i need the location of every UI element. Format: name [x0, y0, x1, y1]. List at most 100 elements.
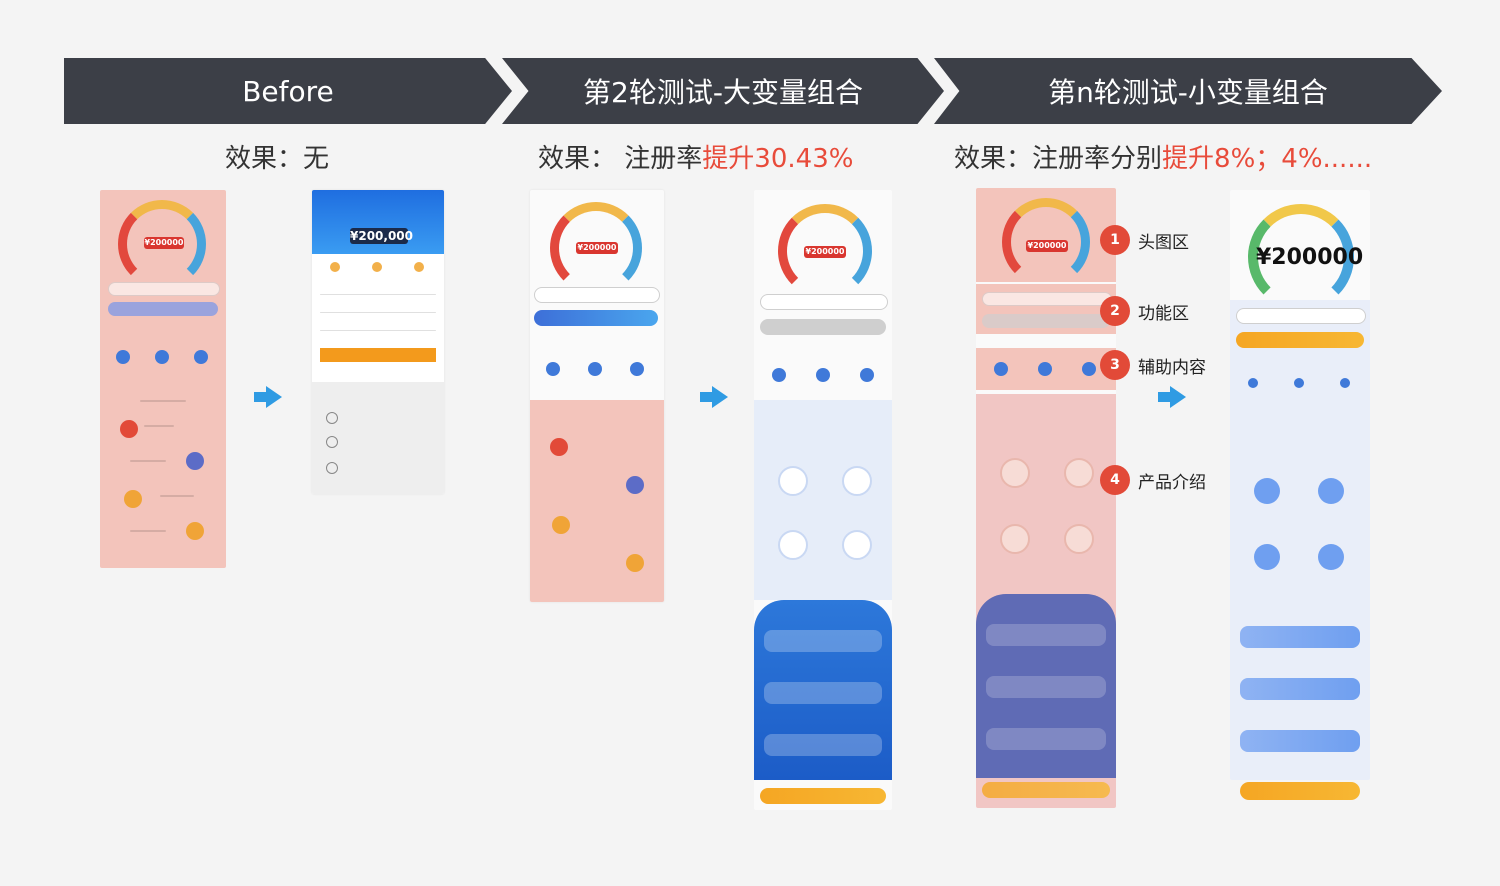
- info-icon: [326, 462, 338, 474]
- effect-before: 效果：无: [225, 138, 329, 175]
- stage-round2-header: 第2轮测试-大变量组合: [502, 58, 944, 124]
- feature-icon: [860, 368, 874, 382]
- effect-text: 注册率: [624, 144, 703, 174]
- submit-button: [982, 314, 1110, 328]
- form-line: [320, 312, 436, 313]
- mockup-roundn-zoned: ¥200000: [976, 188, 1116, 808]
- stage-before-header: Before: [64, 58, 512, 124]
- product-icon: [124, 490, 142, 508]
- submit-button: [760, 319, 886, 335]
- text-line: [130, 530, 166, 532]
- amount-label: ¥200000: [1026, 240, 1068, 252]
- amount-label: ¥200000: [1256, 245, 1364, 270]
- effect-text: 无: [303, 144, 330, 174]
- product-icon: [1064, 524, 1094, 554]
- zone-badge: 4: [1100, 465, 1130, 495]
- effect-highlight: 提升30.43%: [702, 144, 854, 174]
- effect-prefix: 效果：: [225, 144, 304, 174]
- benefit-card: [764, 734, 882, 756]
- benefit-card: [1240, 678, 1360, 700]
- header-banner: [312, 190, 444, 254]
- submit-button: [108, 302, 218, 316]
- feature-icon: [330, 262, 340, 272]
- zone-label: 辅助内容: [1138, 358, 1206, 378]
- info-icon: [326, 436, 338, 448]
- product-icon: [778, 466, 808, 496]
- effect-highlight: 提升8%；4%......: [1162, 144, 1373, 174]
- feature-icon: [194, 350, 208, 364]
- product-icon: [552, 516, 570, 534]
- feature-icon: [414, 262, 424, 272]
- phone-input: [982, 292, 1112, 306]
- zone-badge: 3: [1100, 350, 1130, 380]
- product-icon: [842, 466, 872, 496]
- stage-roundn-header: 第n轮测试-小变量组合: [934, 58, 1442, 124]
- phone-input: [534, 287, 660, 303]
- section-divider: [140, 400, 186, 402]
- feature-icon: [994, 362, 1008, 376]
- product-icon: [842, 530, 872, 560]
- effect-round2: 效果： 注册率提升30.43%: [538, 138, 853, 175]
- mockup-roundn-final: ¥200000: [1230, 190, 1370, 780]
- feature-icon: [588, 362, 602, 376]
- feature-icon: [372, 262, 382, 272]
- product-icon: [626, 476, 644, 494]
- benefit-card: [1240, 626, 1360, 648]
- feature-icon: [1294, 378, 1304, 388]
- zone-label: 头图区: [1138, 233, 1189, 253]
- mockup-round2-a: ¥200000: [530, 190, 664, 602]
- stage-title: 第2轮测试-大变量组合: [583, 76, 863, 109]
- text-line: [160, 495, 194, 497]
- amount-label: ¥200,000: [350, 228, 414, 244]
- gauge-icon: [778, 204, 872, 298]
- gauge-icon: [118, 200, 206, 288]
- feature-icon: [116, 350, 130, 364]
- product-icon: [1000, 524, 1030, 554]
- gauge-icon: [1002, 198, 1090, 286]
- bottom-cta-button: [982, 782, 1110, 798]
- feature-icon: [1082, 362, 1096, 376]
- stage-title: 第n轮测试-小变量组合: [1048, 76, 1328, 109]
- amount-label: ¥200000: [576, 242, 618, 254]
- feature-icon: [1340, 378, 1350, 388]
- form-line: [320, 330, 436, 331]
- mockup-round2-b: ¥200000: [754, 190, 892, 810]
- feature-icon: [772, 368, 786, 382]
- text-line: [144, 425, 174, 427]
- submit-button: [534, 310, 658, 326]
- mockup-before-original: ¥200000: [100, 190, 226, 568]
- product-icon: [186, 522, 204, 540]
- zone-label: 功能区: [1138, 304, 1189, 324]
- phone-input: [760, 294, 888, 310]
- effect-prefix: 效果：: [954, 144, 1033, 174]
- bottom-cta-button: [1240, 782, 1360, 800]
- product-section: [530, 400, 664, 602]
- product-icon: [1318, 478, 1344, 504]
- benefit-card: [1240, 730, 1360, 752]
- product-icon: [550, 438, 568, 456]
- amount-label: ¥200000: [804, 246, 846, 258]
- product-icon: [1254, 544, 1280, 570]
- benefit-card: [986, 728, 1106, 750]
- effect-prefix: 效果：: [538, 144, 617, 174]
- product-icon: [778, 530, 808, 560]
- feature-icon: [546, 362, 560, 376]
- product-icon: [1064, 458, 1094, 488]
- zone-badge: 2: [1100, 296, 1130, 326]
- zone-badge: 1: [1100, 225, 1130, 255]
- gauge-icon: [550, 202, 642, 294]
- benefit-card: [986, 624, 1106, 646]
- feature-icon: [630, 362, 644, 376]
- stage-title: Before: [242, 74, 334, 108]
- feature-icon: [155, 350, 169, 364]
- bottom-cta-button: [760, 788, 886, 804]
- submit-button: [320, 348, 436, 362]
- benefits-panel: [754, 600, 892, 780]
- feature-icon: [816, 368, 830, 382]
- amount-label: ¥200000: [144, 237, 184, 249]
- product-icon: [120, 420, 138, 438]
- zone-label: 产品介绍: [1138, 473, 1206, 493]
- benefit-card: [764, 682, 882, 704]
- benefit-card: [764, 630, 882, 652]
